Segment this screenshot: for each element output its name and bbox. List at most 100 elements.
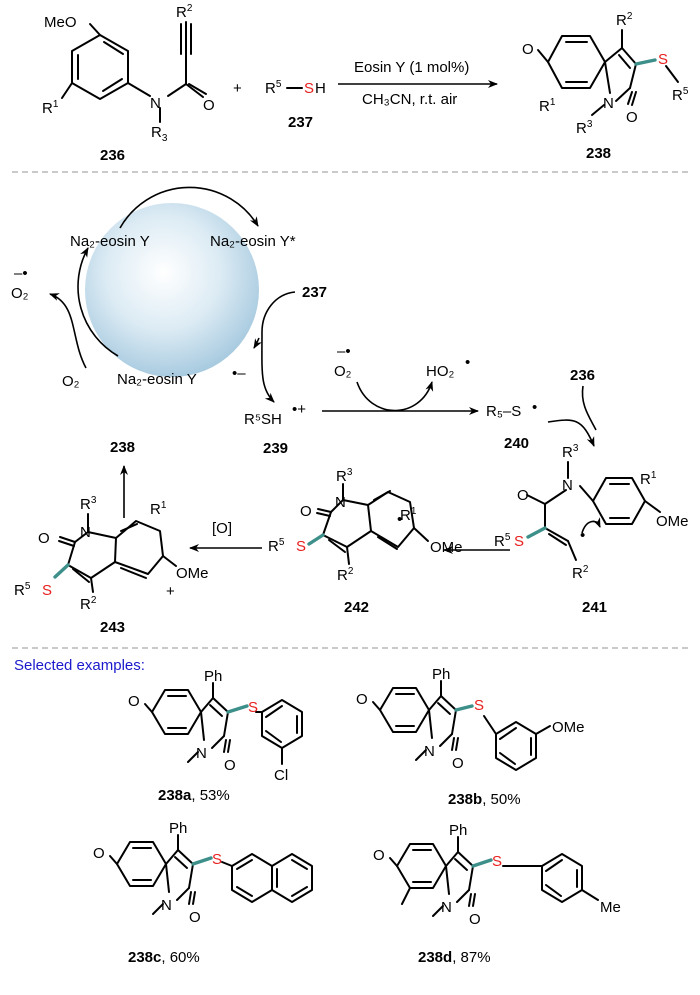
ex-a-ketone-o: O [128,693,140,710]
superoxide-mid: O₂ [334,363,352,380]
compound-238-label: 238 [586,145,611,162]
ex-b-n: N [424,743,435,760]
hydroperoxyl: HO₂ [426,363,455,380]
compound-242-label: 242 [344,599,369,616]
catalyst-sphere [85,203,259,377]
thiyl-dot: • [532,399,537,416]
superoxide-curved-arrow [356,381,434,412]
intermediate-242-structure [307,483,429,565]
cycle-arrow-left [77,247,119,357]
ex-a-lactam-o: O [224,757,236,774]
int242-n: N [335,494,346,511]
int243-n: N [80,524,91,541]
int242-r1: R1 [400,506,417,524]
ex-d-me: Me [600,899,621,916]
int241-n: N [562,477,573,494]
int241-radical-dot: • [580,527,585,544]
ex-a-s: S [248,699,258,716]
compound-240-label: 240 [504,435,529,452]
product-r2: R2 [616,11,633,29]
superoxide-mid-sign: –• [337,343,351,360]
substrate-entry-curve [581,385,597,431]
cycle-arrow-right [253,337,263,349]
int242-r3: R3 [336,467,353,485]
mechanism: Na₂-eosin Y Na₂-eosin Y* Na₂-eosin Y •– … [11,186,689,636]
superoxide-left: O₂ [11,285,29,302]
compound-237-label: 237 [288,114,313,131]
plus-sign: + [233,80,242,97]
compound-239-label: 239 [263,440,288,457]
compound-236-label: 236 [100,147,125,164]
ex-d-caption: 238d, 87% [418,949,491,966]
ex-d-lactam-o: O [469,911,481,928]
carbonyl-o-label: O [203,97,215,114]
example-238b [372,680,551,771]
product-r1: R1 [539,97,556,115]
int242-radical-dot: • [397,511,402,528]
ex-c-n: N [161,897,172,914]
oxidant-label: [O] [212,520,232,537]
examples-heading: Selected examples: [14,657,145,674]
int243-r2: R2 [80,595,97,613]
r2-label: R2 [176,3,193,21]
reactant-236-structure [61,21,207,123]
meo-label: MeO [44,14,77,31]
radical-cation: R⁵SH [244,411,282,428]
int241-r3: R3 [562,443,579,461]
product-238-structure [537,29,679,116]
thiol-sulfur: S [304,80,314,97]
ex-c-lactam-o: O [189,909,201,926]
oxygen-reduction-arrow [49,293,87,369]
ex-a-ph: Ph [204,668,222,685]
eosin-ground-state: Na₂-eosin Y [70,233,150,250]
selected-examples: Selected examples: O Ph N [14,657,621,966]
compound-243-label: 243 [100,619,125,636]
int243-ome: OMe [176,565,209,582]
ex-b-lactam-o: O [452,755,464,772]
int242-r2: R2 [337,566,354,584]
product-r3: R3 [576,119,593,137]
example-238a [144,682,303,765]
top-reaction: MeO N O R2 R1 R3 236 + R5 S H 237 Eosin … [42,3,689,164]
int242-o: O [300,503,312,520]
eosin-radical-anion: Na₂-eosin Y [117,371,197,388]
thiol-entry-curve [261,291,296,333]
int242-s: S [296,538,306,555]
int242-r5: R5 [268,537,285,555]
r3-label: R3 [151,124,168,144]
int241-r2: R2 [572,564,589,582]
cycle-arrow-top [119,186,259,229]
oxygen-left: O₂ [62,373,80,390]
intermediate-241-structure [526,461,661,561]
ex-b-caption: 238b, 50% [448,791,521,808]
mech-238-label: 238 [110,439,135,456]
ex-b-ph: Ph [432,666,450,683]
cycle-237-label: 237 [302,284,327,301]
hydroperoxyl-dot: • [465,354,470,371]
int241-s: S [514,533,524,550]
radical-cation-sign: •+ [292,401,306,418]
int243-s: S [42,582,52,599]
ex-c-ketone-o: O [93,845,105,862]
r1-label: R1 [42,99,59,117]
eosin-excited-state: Na₂-eosin Y* [210,233,296,250]
conditions-catalyst: Eosin Y (1 mol%) [354,59,469,76]
int241-r1: R1 [640,470,657,488]
thiol-hydrogen: H [315,80,326,97]
int243-r1: R1 [150,500,167,518]
ex-d-s: S [492,853,502,870]
ex-d-ph: Ph [449,822,467,839]
ex-a-caption: 238a, 53% [158,787,230,804]
ex-a-n: N [196,745,207,762]
ex-b-ketone-o: O [356,691,368,708]
int242-ome: OMe [430,539,463,556]
int243-r5: R5 [14,581,31,599]
example-238d [389,836,599,917]
ex-b-ome: OMe [552,719,585,736]
product-lactam-o: O [626,109,638,126]
int241-o: O [517,487,529,504]
ex-c-caption: 238c, 60% [128,949,200,966]
product-r5: R5 [672,86,689,104]
ex-d-ketone-o: O [373,847,385,864]
